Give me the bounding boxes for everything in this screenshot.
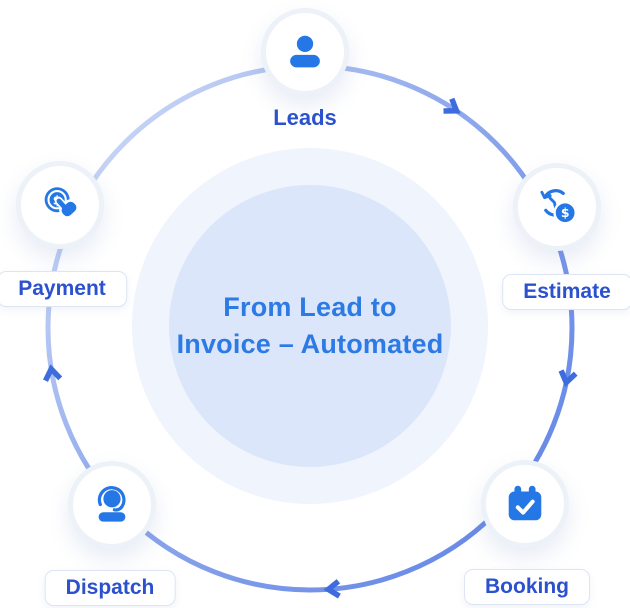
step-label-payment: Payment <box>0 271 127 307</box>
flow-arrow-booking-to-dispatch <box>323 579 341 599</box>
step-label-estimate: Estimate <box>502 274 630 310</box>
step-label-booking: Booking <box>464 569 590 605</box>
center-title-line2: Invoice – Automated <box>176 329 444 359</box>
svg-text:$: $ <box>561 205 570 220</box>
clock-refresh-dollar-icon: $ <box>540 189 577 225</box>
flow-arrow-estimate-to-booking <box>558 369 578 388</box>
inner-disc <box>169 185 451 467</box>
diagram-center-title: From Lead to Invoice – Automated <box>130 289 490 363</box>
step-label-leads: Leads <box>273 105 337 130</box>
user-icon <box>290 35 320 68</box>
node-leads <box>261 8 349 96</box>
node-booking <box>481 460 569 548</box>
node-dispatch <box>68 461 156 549</box>
node-estimate: $ <box>513 163 601 251</box>
flow-arrow-leads-to-estimate <box>443 97 461 114</box>
coin-tap-icon: $ <box>44 187 79 219</box>
node-payment: $ <box>16 161 104 249</box>
step-label-dispatch: Dispatch <box>44 570 176 606</box>
center-title-line1: From Lead to <box>223 292 397 322</box>
headset-agent-icon <box>97 486 126 522</box>
calendar-check-icon <box>508 485 542 521</box>
flow-arrow-dispatch-to-payment <box>43 364 63 382</box>
